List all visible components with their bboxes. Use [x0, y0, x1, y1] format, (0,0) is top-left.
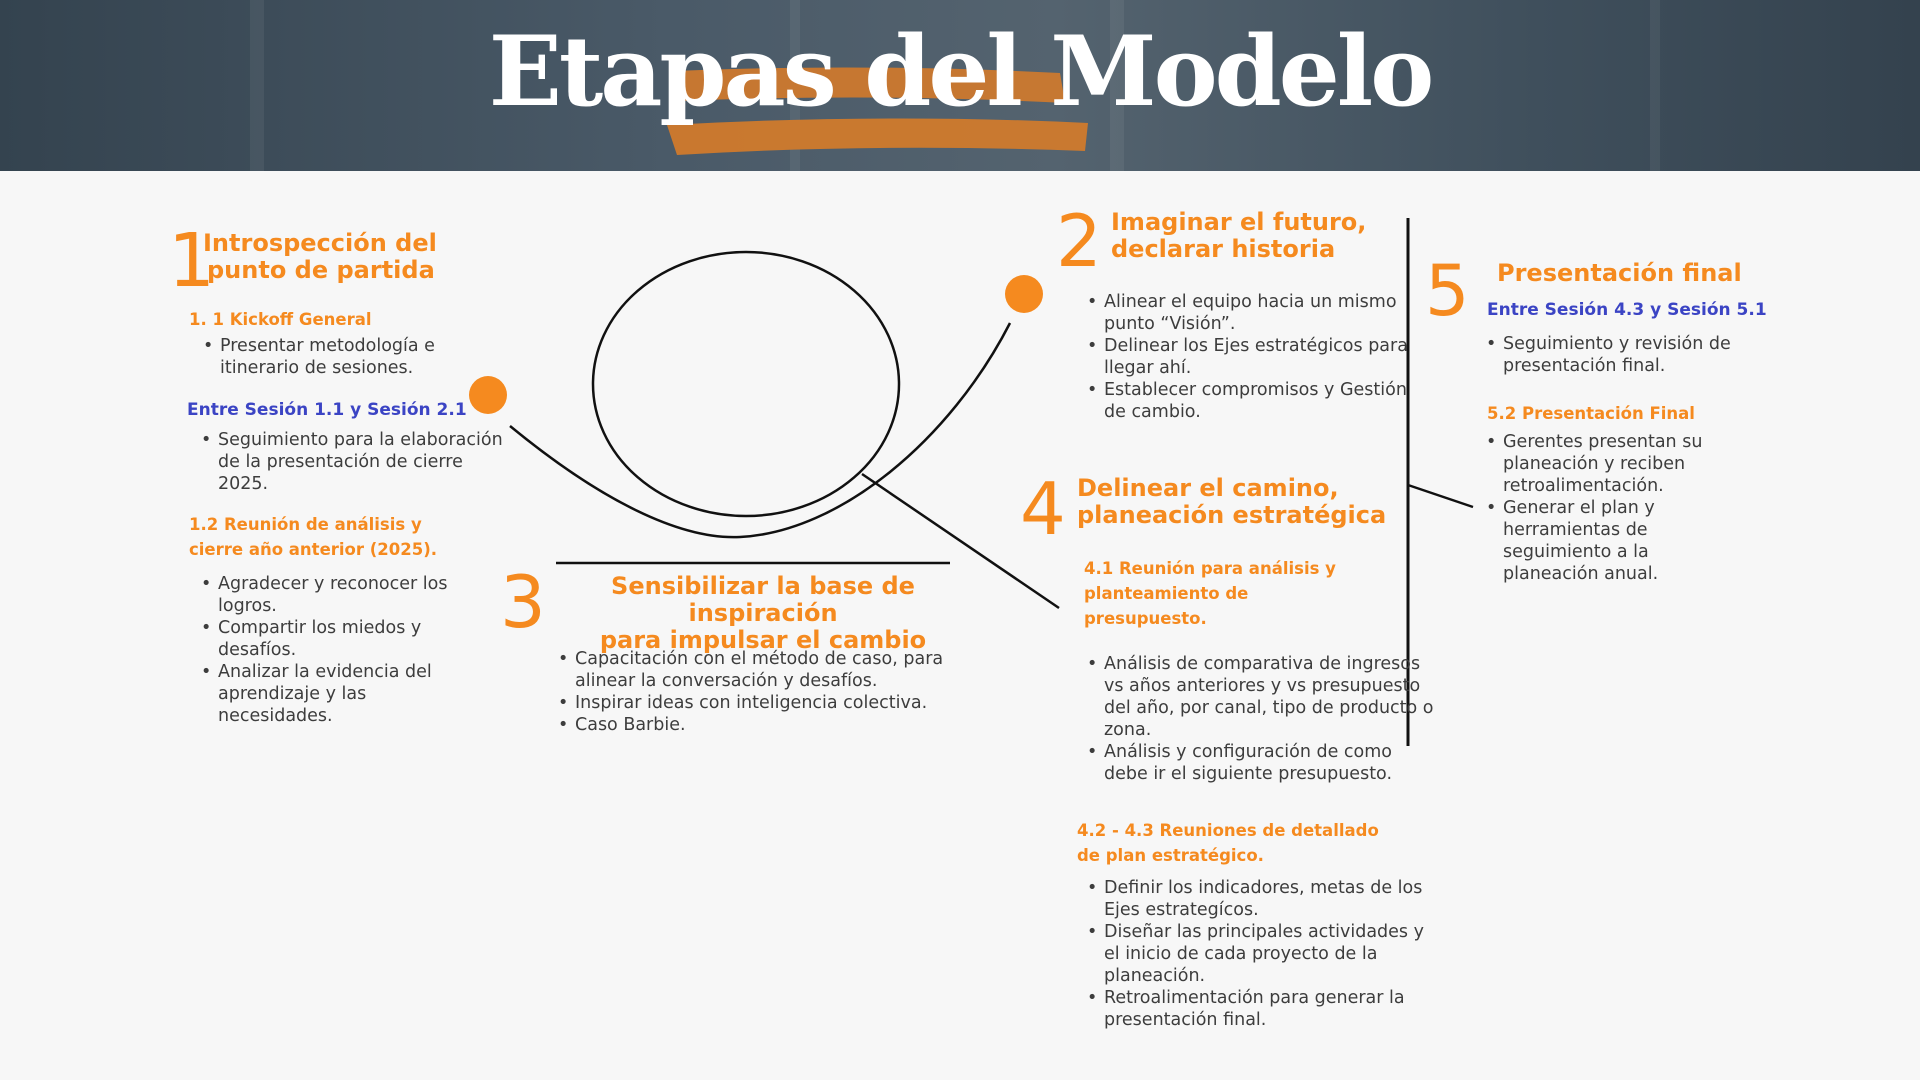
stage-1-title-line2: punto de partida — [207, 256, 435, 284]
stage-1-sub1: 1. 1 Kickoff General — [189, 310, 372, 329]
background-window-frame — [250, 0, 264, 171]
list-item: Analizar la evidencia del aprendizaje y … — [201, 661, 478, 727]
stage-1-number: 1 — [168, 218, 216, 304]
stage-2-title-line1: Imaginar el futuro, — [1111, 208, 1367, 236]
loop-circle — [591, 250, 901, 518]
connector-line-stage5 — [1407, 483, 1474, 509]
list-item: Retroalimentación para generar la presen… — [1087, 987, 1424, 1031]
stage-4-title: Delinear el camino, planeación estratégi… — [1077, 475, 1386, 529]
list-item: Delinear los Ejes estratégicos para lleg… — [1087, 335, 1414, 379]
stage-4-title-line2: planeación estratégica — [1077, 501, 1387, 529]
stage-5-between-list: Seguimiento y revisión de presentación f… — [1475, 333, 1733, 377]
stage-1-title-line1: Introspección del — [203, 229, 437, 257]
stage-4-sub2-line1: 4.2 - 4.3 Reuniones de detallado — [1077, 821, 1379, 840]
stage-5-sub-list: Gerentes presentan su planeación y recib… — [1475, 431, 1733, 585]
list-item: Inspirar ideas con inteligencia colectiv… — [558, 692, 995, 714]
background-window-frame — [1110, 0, 1124, 171]
stage-1-between-list: Seguimiento para la elaboración de la pr… — [190, 429, 518, 495]
list-item: Compartir los miedos y desafíos. — [201, 617, 478, 661]
stage-3-number: 3 — [500, 560, 546, 644]
stage-4-title-line1: Delinear el camino, — [1077, 474, 1339, 502]
list-item: Seguimiento para la elaboración de la pr… — [201, 429, 518, 495]
stage-1-sub2-list: Agradecer y reconocer los logros. Compar… — [190, 573, 478, 727]
stage-4-sub1-line3: presupuesto. — [1084, 609, 1207, 628]
page-title: Etapas del Modelo — [488, 15, 1435, 128]
stage-3-title: Sensibilizar la base de inspiración para… — [548, 573, 978, 654]
list-item: Establecer compromisos y Gestión de camb… — [1087, 379, 1414, 423]
stage-5-title: Presentación final — [1497, 259, 1742, 287]
list-item: Generar el plan y herramientas de seguim… — [1486, 497, 1733, 585]
background-window-frame — [1650, 0, 1660, 171]
stage-2-title: Imaginar el futuro, declarar historia — [1111, 209, 1366, 263]
stage-1-sub2: 1.2 Reunión de análisis y cierre año ant… — [189, 512, 437, 562]
stage-4-sub1-list: Análisis de comparativa de ingresos vs a… — [1076, 653, 1434, 785]
list-item: Seguimiento y revisión de presentación f… — [1486, 333, 1733, 377]
stage-1-sub1-list: Presentar metodología e itinerario de se… — [192, 335, 510, 379]
stage-2-list: Alinear el equipo hacia un mismo punto “… — [1076, 291, 1414, 423]
stage-4-number: 4 — [1020, 467, 1066, 551]
list-item: Capacitación con el método de caso, para… — [558, 648, 995, 692]
stage-4-sub1-line2: planteamiento de — [1084, 584, 1249, 603]
start-dot — [469, 376, 507, 414]
list-item: Caso Barbie. — [558, 714, 995, 736]
end-dot — [1005, 275, 1043, 313]
list-item: Definir los indicadores, metas de los Ej… — [1087, 877, 1424, 921]
list-item: Diseñar las principales actividades y el… — [1087, 921, 1424, 987]
stage-3-list: Capacitación con el método de caso, para… — [547, 648, 995, 736]
list-item: Agradecer y reconocer los logros. — [201, 573, 478, 617]
stage-4-sub2-list: Definir los indicadores, metas de los Ej… — [1076, 877, 1424, 1031]
connector-line-stage4 — [861, 472, 1060, 610]
stage-4-sub2-line2: de plan estratégico. — [1077, 846, 1264, 865]
list-item: Gerentes presentan su planeación y recib… — [1486, 431, 1733, 497]
brush-stroke-decoration — [667, 67, 1088, 155]
list-item: Presentar metodología e itinerario de se… — [203, 335, 510, 379]
stage-4-sub1: 4.1 Reunión para análisis y planteamient… — [1084, 556, 1336, 631]
stage-1-sub2-line1: 1.2 Reunión de análisis y — [189, 515, 422, 534]
stage-4-sub1-line1: 4.1 Reunión para análisis y — [1084, 559, 1336, 578]
stage-4-sub2: 4.2 - 4.3 Reuniones de detallado de plan… — [1077, 818, 1379, 868]
list-item: Alinear el equipo hacia un mismo punto “… — [1087, 291, 1414, 335]
list-item: Análisis de comparativa de ingresos vs a… — [1087, 653, 1434, 741]
stage-2-title-line2: declarar historia — [1111, 235, 1336, 263]
stage-3-title-line1: Sensibilizar la base de inspiración — [611, 572, 915, 627]
stage-1-between: Entre Sesión 1.1 y Sesión 2.1 — [187, 400, 467, 420]
stage-5-between: Entre Sesión 4.3 y Sesión 5.1 — [1487, 300, 1767, 320]
stage-2-number: 2 — [1056, 199, 1102, 283]
stage-1-title: Introspección del punto de partida — [203, 230, 437, 284]
stage-5-number: 5 — [1425, 250, 1470, 332]
header-banner: Etapas del Modelo — [0, 0, 1920, 171]
stage-1-sub2-line2: cierre año anterior (2025). — [189, 540, 438, 559]
list-item: Análisis y configuración de como debe ir… — [1087, 741, 1434, 785]
stage-5-sub: 5.2 Presentación Final — [1487, 404, 1695, 423]
swoosh-curve — [509, 322, 1012, 539]
